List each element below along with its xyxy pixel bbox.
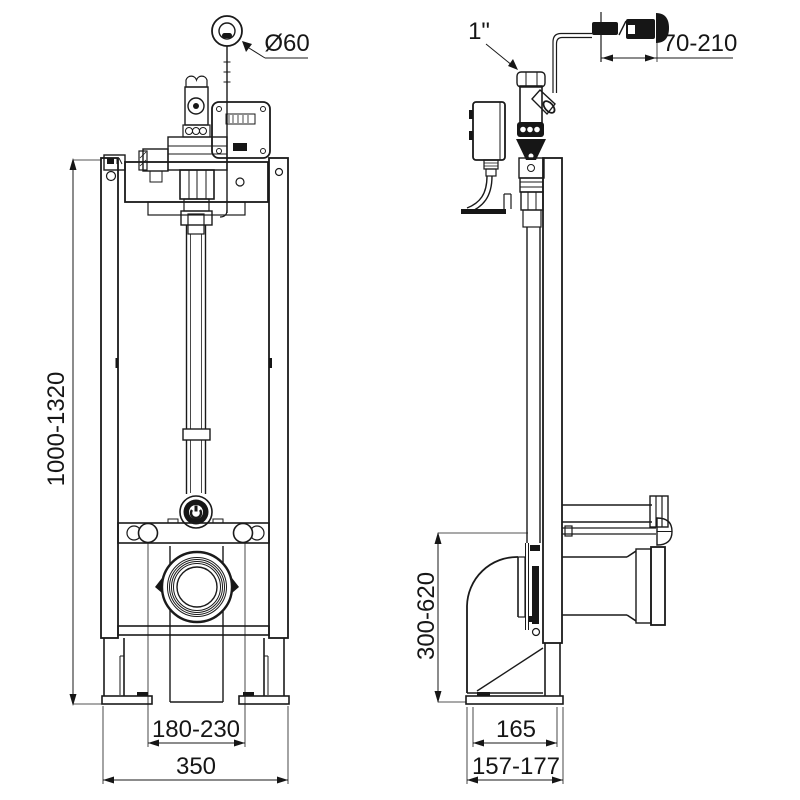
wc-fixing-rod-side [562, 495, 673, 546]
flush-pipe-front [180, 210, 213, 494]
button-depth-label: 70-210 [663, 30, 738, 57]
dimension-frame-height: 1000-1320 [43, 158, 102, 706]
base-outer-label: 157-177 [472, 753, 560, 780]
push-button-side [592, 12, 669, 62]
dimension-button-depth: 70-210 [601, 30, 737, 62]
flush-valve-side [516, 71, 556, 228]
base-inner-label: 165 [496, 716, 536, 743]
fixing-stud-right [232, 522, 254, 544]
right-foot [263, 638, 285, 696]
column [542, 157, 563, 644]
dimension-base-outer: 157-177 [466, 707, 564, 784]
valve-seat [516, 139, 546, 160]
crossbar-hole [235, 177, 245, 187]
stop-valve-front [138, 148, 169, 183]
label-sticker [225, 113, 256, 125]
left-baseplate [101, 695, 153, 705]
cable-gland [483, 159, 499, 170]
electronic-box-side [469, 101, 506, 177]
power-cable [461, 175, 512, 214]
dimension-outlet-height: 300-620 [413, 532, 528, 703]
support-strut [476, 647, 544, 692]
fixing-stud-left [137, 522, 159, 544]
water-inlet-elbow-front [179, 495, 213, 529]
drain-outlet-front [155, 550, 239, 624]
front-view: 1000-1320 [43, 15, 310, 784]
inlet-size-label: 1" [468, 18, 490, 45]
outlet-height-label: 300-620 [413, 572, 440, 660]
dimension-base-inner: 165 [472, 707, 558, 747]
button-cap [656, 13, 669, 43]
wc-fixing-bar-front [117, 522, 270, 544]
rail-hole [274, 167, 284, 177]
frame-side [465, 157, 564, 705]
crossbar-step-plate [147, 201, 246, 216]
stop-valve-branch [531, 88, 556, 116]
leader-arrow [508, 59, 518, 70]
frame-height-label: 1000-1320 [43, 372, 70, 487]
push-button-face [211, 15, 243, 47]
right-baseplate [238, 695, 290, 705]
button-tube-side [552, 32, 592, 93]
frame-width-label: 350 [176, 753, 216, 780]
leader-arrow [242, 41, 252, 52]
side-view: 70-210 1" [413, 12, 737, 784]
arrow-up [69, 158, 77, 170]
baseplate-side [465, 695, 564, 705]
flush-valve-assembly-front [138, 75, 228, 212]
button-diameter-label: Ø60 [264, 30, 309, 57]
bottom-crossbar [117, 625, 270, 636]
left-rail [100, 157, 119, 639]
flush-pipe-side [525, 227, 541, 637]
pipe-collar [182, 428, 211, 441]
push-button-front [211, 15, 243, 218]
label-inlet-size: 1" [468, 18, 518, 70]
left-foot [103, 638, 125, 696]
right-rail [268, 157, 289, 639]
label-button-diameter: Ø60 [242, 30, 310, 59]
wc-outlet-connector-side [562, 546, 666, 626]
top-left-bracket [103, 154, 126, 182]
dimension-fixing-centres: 180-230 [147, 543, 246, 747]
arrow-down [69, 694, 77, 706]
dimension-frame-width: 350 [102, 706, 289, 784]
electronic-box-front [211, 101, 271, 159]
fixing-spacing-label: 180-230 [152, 716, 240, 743]
